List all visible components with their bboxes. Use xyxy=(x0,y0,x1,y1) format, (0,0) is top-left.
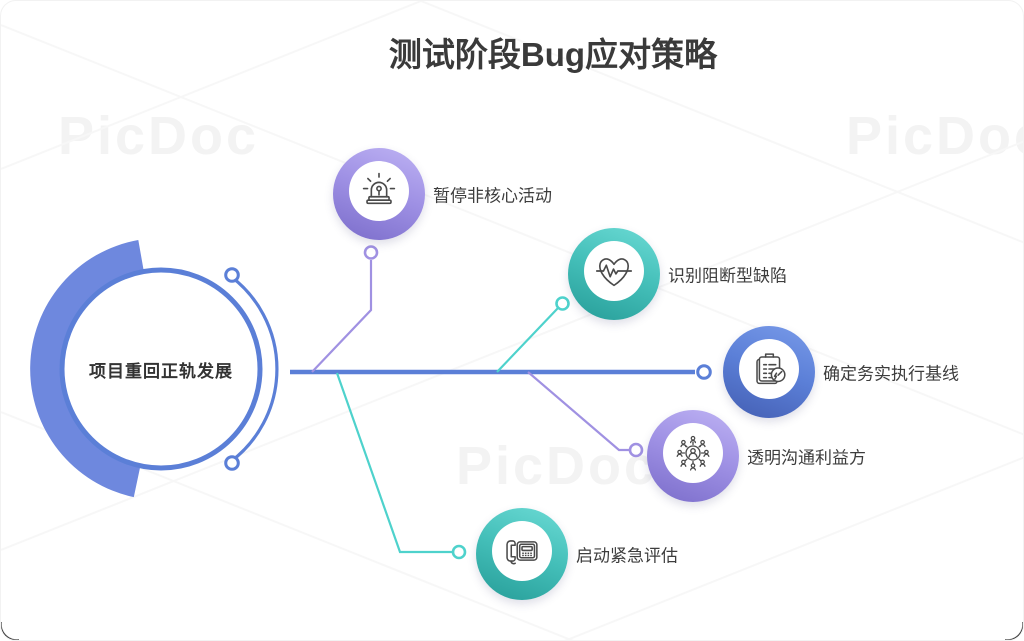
connector-end-dot xyxy=(696,364,712,380)
node-inner-circle xyxy=(492,521,552,581)
node-ring xyxy=(476,508,568,600)
page-title: 测试阶段Bug应对策略 xyxy=(388,36,718,73)
bracket-end-dot xyxy=(224,267,240,283)
stakeholder-network-icon xyxy=(676,435,710,471)
node-ring xyxy=(647,410,739,502)
node-inner-circle xyxy=(584,241,644,301)
screen-corner-artifact xyxy=(1,622,19,640)
connector-branch-2 xyxy=(496,307,559,373)
node-label: 识别阻断型缺陷 xyxy=(668,266,787,286)
node-inner-circle xyxy=(663,423,723,483)
node-label: 透明沟通利益方 xyxy=(747,448,866,468)
node-ring xyxy=(568,228,660,320)
siren-icon xyxy=(362,172,396,205)
node-label: 暂停非核心活动 xyxy=(433,186,552,206)
watermark-text: PicDoc xyxy=(456,436,658,496)
node-label: 确定务实执行基线 xyxy=(823,364,959,384)
connector-branch-1 xyxy=(311,260,373,373)
center-crescent-shape xyxy=(30,240,144,498)
strategy-node-assess: 启动紧急评估 xyxy=(476,508,678,600)
connector-end-dot xyxy=(628,442,644,458)
node-label: 启动紧急评估 xyxy=(576,546,678,566)
node-ring xyxy=(723,326,815,418)
heart-pulse-icon xyxy=(595,258,633,287)
node-inner-circle xyxy=(739,339,799,399)
connector-end-dot xyxy=(451,544,467,560)
node-ring xyxy=(333,148,425,240)
watermark-text: PicDoc xyxy=(58,106,260,166)
connector-branch-5 xyxy=(335,372,452,554)
connector-branch-4 xyxy=(527,371,629,452)
emergency-phone-icon xyxy=(506,540,538,565)
node-inner-circle xyxy=(349,161,409,221)
strategy-node-baseline: 确定务实执行基线 xyxy=(723,326,959,418)
bracket-end-dot xyxy=(224,455,240,471)
strategy-node-communicate: 透明沟通利益方 xyxy=(647,410,866,502)
center-bracket-arc xyxy=(229,275,279,463)
strategy-node-identify: 识别阻断型缺陷 xyxy=(568,228,787,320)
watermark-text: PicDoc xyxy=(846,106,1023,166)
center-node-label: 项目重回正轨发展 xyxy=(89,362,233,381)
screen-corner-artifact xyxy=(1005,622,1023,640)
strategy-node-pause: 暂停非核心活动 xyxy=(333,148,552,240)
connector-end-dot xyxy=(555,296,570,311)
connector-end-dot xyxy=(363,245,379,260)
center-circle xyxy=(59,267,263,471)
clipboard-gauge-icon xyxy=(756,353,786,385)
